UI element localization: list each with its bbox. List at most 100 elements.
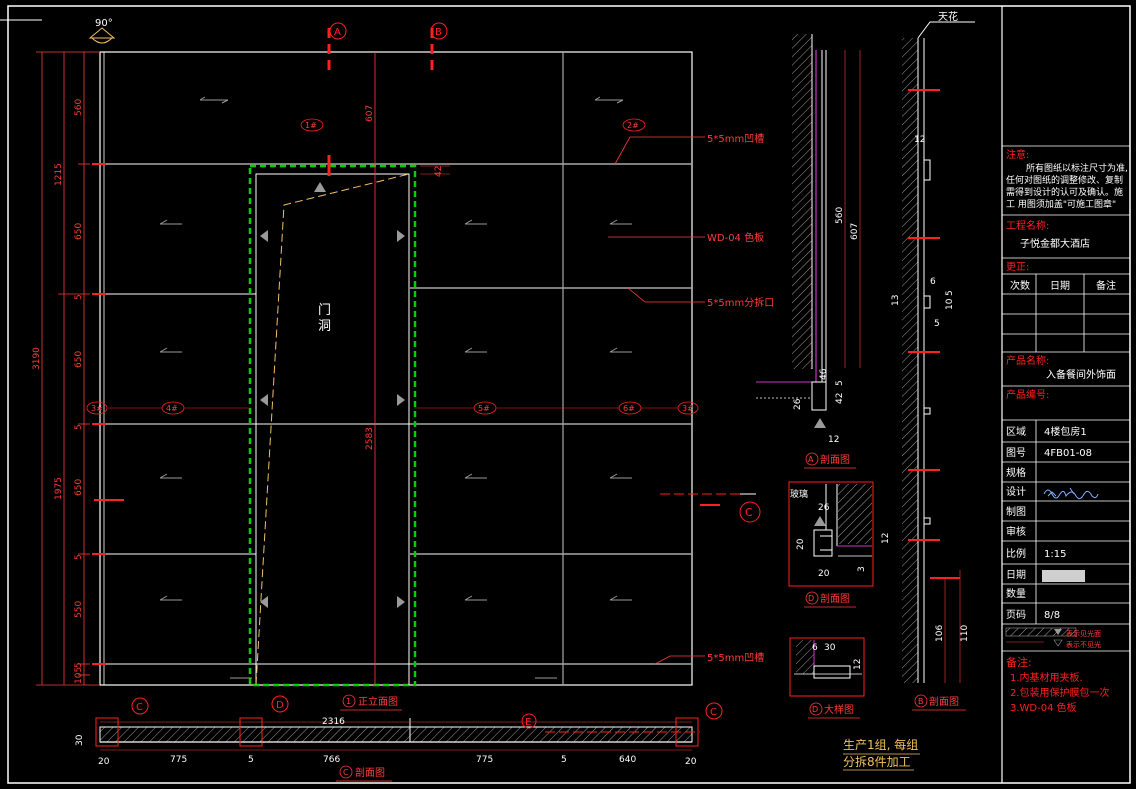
sb-5b: 5 [934, 319, 940, 329]
sb-13: 13 [891, 295, 901, 306]
panel-tag: 4# [166, 404, 178, 413]
section-marker-a: A [329, 22, 347, 40]
dim-766: 766 [323, 755, 340, 765]
designer-signature [1043, 487, 1099, 500]
sd-3: 3 [857, 566, 867, 572]
production-note-1: 生产1组, 每组 [843, 737, 918, 752]
panel-tag: 1# [305, 121, 317, 130]
svg-text:A: A [808, 455, 814, 464]
callout-panel: WD-04 色板 [707, 231, 764, 244]
dim-5-bottom-b: 5 [248, 755, 254, 765]
door-label-1: 门 [318, 303, 331, 318]
left-dimensions [36, 51, 100, 686]
tb-row-val: 8/8 [1044, 610, 1060, 621]
svg-text:D: D [808, 594, 814, 603]
sd-12: 12 [881, 533, 891, 544]
tb-note-2: 任何对图纸的调整修改、复制 [1006, 174, 1123, 186]
dim-550: 550 [74, 601, 84, 618]
tb-row-val: 4FB01-08 [1044, 448, 1092, 459]
sb-106: 106 [935, 625, 945, 642]
tb-row-val: 1:15 [1044, 549, 1066, 560]
tb-row-val: 4楼包房1 [1044, 425, 1087, 438]
dim-775b: 775 [476, 755, 493, 765]
front-view-title: 正立面图 [358, 695, 398, 708]
tb-row-key: 比例 [1006, 547, 1026, 560]
panel-tag: 6# [623, 404, 635, 413]
dim-5c: 5 [74, 554, 84, 560]
tb-remark-3: 3.WD-04 色板 [1010, 701, 1077, 714]
callout-groove: 5*5mm凹槽 [707, 132, 764, 145]
dim-650b: 650 [74, 351, 84, 368]
dim-3190: 3190 [32, 347, 42, 370]
dim-42: 42 [434, 166, 444, 177]
dim-560: 560 [74, 99, 84, 116]
dim-5-bottom: 5 [561, 755, 567, 765]
tb-remark-2: 2.包装用保护膜包一次 [1010, 686, 1110, 699]
sa-12: 12 [828, 435, 839, 445]
dim-640: 640 [619, 755, 636, 765]
dim-5b: 5 [74, 424, 84, 430]
svg-text:A: A [334, 27, 341, 38]
callouts: 5*5mm凹槽 WD-04 色板 5*5mm分拆口 5*5mm凹槽 C [608, 132, 774, 665]
dim-650c: 650 [74, 479, 84, 496]
tb-row-key: 规格 [1006, 466, 1026, 479]
dim-1215: 1215 [54, 163, 64, 186]
sd-20b: 20 [818, 569, 830, 579]
door-opening [248, 164, 417, 687]
tb-project-name: 子悦金都大酒店 [1020, 237, 1090, 250]
tb-note-3: 需得到设计的认可及确认。施 [1006, 186, 1123, 198]
tb-rev-h2: 日期 [1050, 280, 1070, 292]
tb-remark-1: 1.内基材用夹板. [1010, 671, 1083, 684]
section-b-title: 剖面图 [929, 695, 959, 708]
tb-row-key: 设计 [1006, 485, 1026, 498]
sa-560: 560 [835, 207, 845, 224]
dim-607: 607 [365, 105, 375, 122]
sb-10: 10 [945, 298, 955, 310]
tb-product-no-label: 产品编号: [1006, 388, 1049, 401]
dim-20b: 20 [685, 757, 697, 767]
callout-groove-2: 5*5mm凹槽 [707, 651, 764, 664]
dim-1975: 1975 [54, 477, 64, 500]
tb-note-1: 所有图纸以标注尺寸为准, [1026, 162, 1128, 174]
tb-rev-h1: 次数 [1010, 279, 1030, 292]
callout-split: 5*5mm分拆口 [707, 296, 774, 309]
door-label-2: 洞 [318, 319, 331, 334]
sa-26: 26 [793, 398, 803, 410]
section-a: 560 607 42 5 12 26 46 A 剖面图 [756, 34, 861, 469]
svg-text:1: 1 [346, 697, 351, 706]
dim-2316: 2316 [322, 717, 345, 727]
tb-rev-h3: 备注 [1096, 279, 1116, 292]
dd-30: 30 [824, 643, 836, 653]
dd-12: 12 [853, 659, 863, 670]
tb-row-key: 数量 [1006, 587, 1026, 600]
tb-revision-label: 更正: [1006, 261, 1029, 273]
legend-visible: 表示见光面 [1066, 629, 1101, 638]
dim-2583: 2583 [365, 427, 375, 450]
tb-row-key: 图号 [1006, 447, 1026, 459]
dim-30: 30 [75, 734, 85, 746]
section-d: 玻璃 26 20 20 3 12 D 剖面图 [788, 481, 891, 608]
title-block: 注意: 所有图纸以标注尺寸为准, 任何对图纸的调整修改、复制 需得到设计的认可及… [1001, 6, 1130, 783]
dim-105: 105 [74, 667, 84, 684]
production-note-2: 分拆8件加工 [843, 754, 911, 769]
sb-12: 12 [914, 135, 925, 145]
panel-tag: 2# [627, 121, 639, 130]
angle-label: 90° [95, 18, 113, 29]
detail-d: 6 30 12 D 大样图 [789, 637, 865, 719]
dim-20: 20 [98, 757, 110, 767]
sheet-border [7, 5, 1131, 784]
tb-note-4: 工 用图须加盖"可施工图章" [1006, 198, 1116, 210]
svg-text:E: E [525, 717, 531, 728]
sb-ceiling-label: 天花 [938, 10, 958, 23]
section-c: C D E C 2316 20 775 766 775 640 20 5 5 3… [75, 695, 723, 782]
front-elevation [92, 28, 693, 687]
panel-tag: 5# [478, 404, 490, 413]
panel-tag: 3# [91, 404, 103, 413]
detail-d-title: 大样图 [824, 703, 854, 716]
section-marker-b: B [430, 22, 448, 40]
sa-46: 46 [819, 368, 829, 380]
dd-6: 6 [812, 643, 818, 653]
dim-775: 775 [170, 755, 187, 765]
tb-product-name: 入备餐间外饰面 [1046, 368, 1116, 381]
